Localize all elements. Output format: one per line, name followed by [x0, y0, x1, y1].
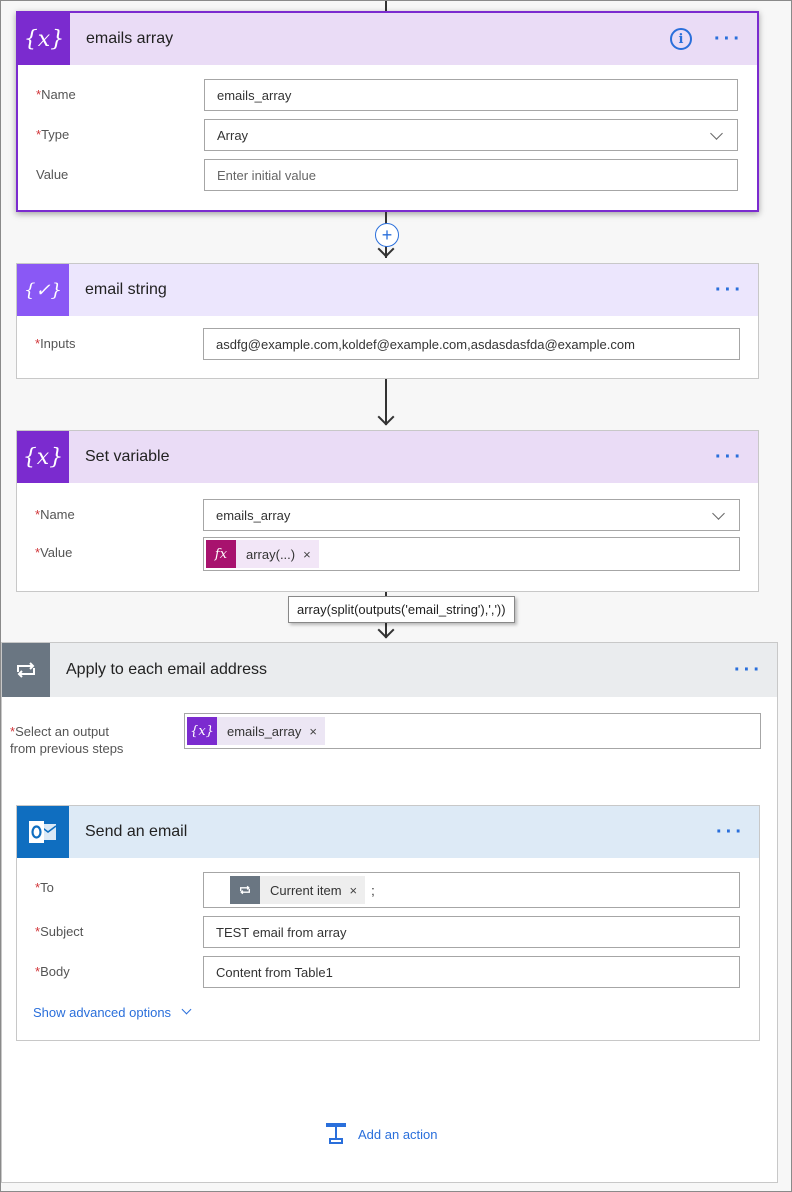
show-advanced-options-link[interactable]: Show advanced options [33, 1004, 192, 1020]
inputs-field[interactable]: asdfg@example.com,koldef@example.com,asd… [203, 328, 740, 360]
name-row: *Name emails_array [17, 499, 758, 533]
arrow-down-icon [377, 621, 395, 639]
body-input[interactable]: Content from Table1 [203, 956, 740, 988]
value-label: *Value [35, 545, 73, 560]
card-title: Set variable [85, 448, 170, 465]
name-label: *Name [36, 87, 76, 102]
body-label: *Body [35, 964, 70, 979]
card-header[interactable]: {x} Set variable ··· [17, 431, 758, 483]
remove-token-icon[interactable]: × [349, 882, 358, 898]
expression-tooltip: array(split(outputs('email_string'),',')… [288, 596, 515, 623]
set-variable-card[interactable]: {x} Set variable ··· *Name emails_array … [16, 430, 759, 592]
type-row: *Type Array [18, 119, 757, 153]
add-action-button[interactable]: Add an action [324, 1121, 438, 1148]
subject-row: *Subject TEST email from array [17, 916, 759, 950]
card-title: emails array [86, 30, 174, 47]
connector-top [385, 1, 387, 11]
to-label: *To [35, 880, 54, 895]
more-options-icon[interactable]: ··· [734, 659, 763, 681]
info-icon[interactable]: i [670, 28, 693, 50]
inputs-row: *Inputs asdfg@example.com,koldef@example… [17, 328, 758, 362]
remove-token-icon[interactable]: × [309, 723, 318, 739]
value-row: *Value fx array(...) × [17, 537, 758, 571]
current-item-token[interactable]: Current item × [230, 876, 366, 904]
card-header[interactable]: Apply to each email address ··· [2, 643, 777, 697]
select-output-label: *Select an output from previous steps [10, 724, 124, 756]
value-field[interactable]: fx array(...) × [203, 537, 740, 571]
token-label: Current item [270, 882, 342, 898]
name-label: *Name [35, 507, 75, 522]
token-label: array(...) [246, 546, 296, 562]
insert-step-button[interactable]: + [375, 223, 399, 247]
subject-input[interactable]: TEST email from array [203, 916, 740, 948]
card-header[interactable]: {✓} email string ··· [17, 264, 758, 316]
more-options-icon[interactable]: ··· [714, 28, 743, 50]
type-select[interactable]: Array [204, 119, 738, 151]
card-title: Apply to each email address [66, 661, 267, 678]
variable-token[interactable]: {x} emails_array × [187, 717, 326, 745]
compose-icon: {✓} [17, 264, 69, 316]
value-input[interactable]: Enter initial value [204, 159, 738, 191]
inputs-label: *Inputs [35, 336, 76, 351]
card-header[interactable]: {x} emails array i ··· [18, 13, 757, 65]
value-label: Value [36, 167, 69, 182]
send-email-card[interactable]: Send an email ··· *To Current item [16, 805, 760, 1041]
more-options-icon[interactable]: ··· [715, 446, 744, 468]
advanced-options-label: Show advanced options [33, 1005, 172, 1020]
initialize-variable-card[interactable]: {x} emails array i ··· *Name emails_arra… [16, 11, 759, 212]
function-icon: fx [206, 540, 236, 568]
arrow-down-icon [377, 408, 395, 426]
to-suffix: ; [371, 882, 375, 898]
chevron-down-icon [710, 127, 723, 140]
more-options-icon[interactable]: ··· [715, 279, 744, 301]
expression-token[interactable]: fx array(...) × [206, 540, 319, 568]
add-action-label: Add an action [358, 1127, 438, 1142]
connector-2 [385, 379, 387, 425]
name-select[interactable]: emails_array [203, 499, 740, 531]
token-label: emails_array [227, 723, 302, 739]
card-title: Send an email [85, 823, 188, 840]
more-options-icon[interactable]: ··· [716, 821, 745, 843]
variable-icon: {x} [187, 717, 217, 745]
apply-to-each-card[interactable]: Apply to each email address ··· *Select … [1, 642, 778, 1183]
chevron-down-icon [181, 1004, 192, 1015]
subject-label: *Subject [35, 924, 84, 939]
outlook-icon [17, 806, 69, 858]
value-row: Value Enter initial value [18, 159, 757, 193]
to-row: *To Current item × ; [17, 872, 759, 908]
remove-token-icon[interactable]: × [303, 546, 311, 562]
to-field[interactable]: Current item × ; [203, 872, 740, 908]
compose-card[interactable]: {✓} email string ··· *Inputs asdfg@examp… [16, 263, 759, 379]
add-action-icon [324, 1121, 348, 1148]
loop-icon [230, 876, 260, 904]
loop-icon [2, 643, 50, 697]
card-header[interactable]: Send an email ··· [17, 806, 759, 858]
name-row: *Name emails_array [18, 79, 757, 113]
card-title: email string [85, 281, 167, 298]
type-label: *Type [36, 127, 70, 142]
variable-icon: {x} [17, 431, 69, 483]
variable-icon: {x} [18, 13, 70, 65]
select-output-field[interactable]: {x} emails_array × [184, 713, 761, 749]
chevron-down-icon [712, 507, 725, 520]
name-input[interactable]: emails_array [204, 79, 738, 111]
body-row: *Body Content from Table1 [17, 956, 759, 990]
